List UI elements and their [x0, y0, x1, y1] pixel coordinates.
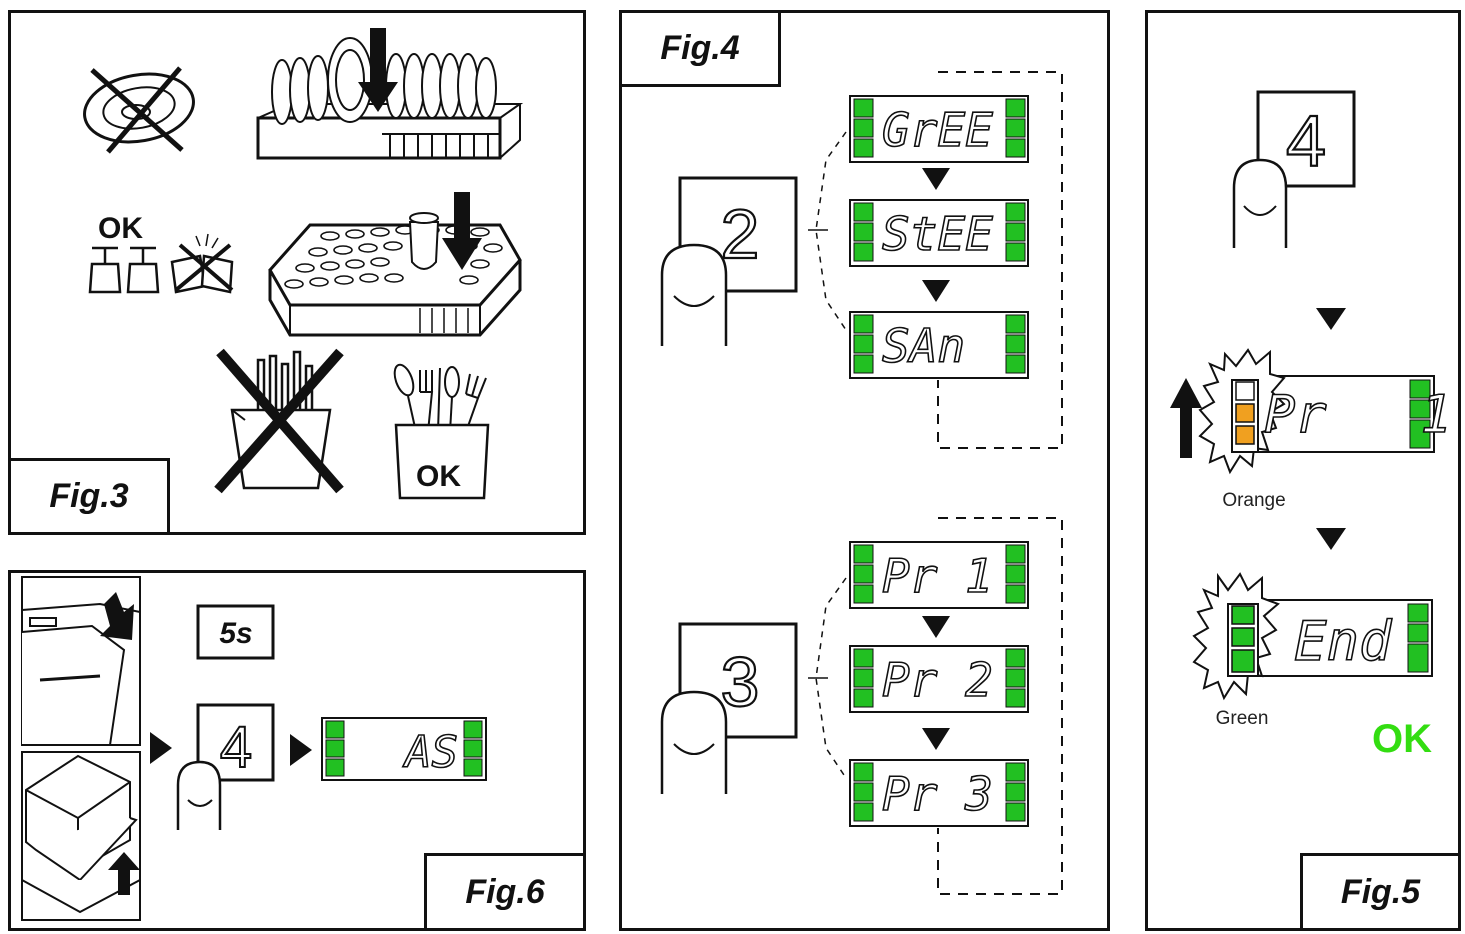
led-left: [853, 802, 874, 822]
arrow-down-icon: [358, 28, 398, 112]
fig3-label-text: Fig.3: [49, 477, 129, 515]
led-left: [853, 242, 874, 262]
hand-press-icon: [660, 690, 728, 794]
led-right: [1005, 668, 1026, 688]
led-right: [1005, 802, 1026, 822]
led-left: [853, 202, 874, 222]
fig3-label: Fig.3: [8, 458, 170, 535]
fig4-label-text: Fig.4: [660, 29, 740, 67]
led-right: [1005, 688, 1026, 708]
display-as: [321, 717, 487, 781]
led-right: [1005, 118, 1026, 138]
glass-rack-icon: [268, 192, 522, 337]
fig5-label: Fig.5: [1300, 853, 1461, 931]
led-left: [853, 138, 874, 158]
success-ok-label: OK: [1372, 717, 1432, 761]
fig5-button-label: 4: [1286, 102, 1326, 182]
led-left: [853, 688, 874, 708]
arrow-down-icon: [442, 192, 482, 270]
fig4-display-text: SAn: [882, 319, 965, 373]
led-left: [853, 544, 874, 564]
fig5-panel: [1145, 10, 1461, 931]
led-left: [853, 334, 874, 354]
led-left: [853, 762, 874, 782]
fig4-display: Pr 1: [849, 541, 1029, 609]
fig4-display: StEE: [849, 199, 1029, 267]
fig6-label: Fig.6: [424, 853, 586, 931]
arrow-down-icon: [1316, 308, 1346, 330]
fig6-label-text: Fig.6: [465, 872, 545, 911]
fig4-display-text: Pr 1: [882, 549, 993, 603]
led-left: [853, 564, 874, 584]
fig4-display-text: Pr 3: [882, 767, 993, 821]
button-4[interactable]: [1256, 90, 1356, 188]
arrow-up-icon: [1170, 378, 1202, 458]
upside-down-glasses-icon: [88, 246, 160, 294]
button-3-label: 3: [721, 643, 760, 721]
arrow-right-icon: [150, 732, 172, 764]
arrow-right-icon: [290, 734, 312, 766]
led-right: [1005, 782, 1026, 802]
led-right: [1005, 354, 1026, 374]
button-4-label: 4: [220, 715, 252, 780]
arrow-up-icon: [108, 852, 140, 895]
led-left: [853, 584, 874, 604]
display-as-text: AS: [402, 727, 458, 778]
led-left: [853, 354, 874, 374]
arrow-down-icon: [1316, 528, 1346, 550]
fig4-display-text: StEE: [882, 207, 993, 261]
fig4-display: GrEE: [849, 95, 1029, 163]
plate-rack-icon: [256, 28, 524, 160]
led-right: [1005, 202, 1026, 222]
fig4-display: SAn: [849, 311, 1029, 379]
cutlery-ok-label: OK: [416, 460, 461, 493]
led-right: [1005, 334, 1026, 354]
crossed-plate-icon: [83, 66, 195, 154]
led-right: [1005, 544, 1026, 564]
led-right: [1005, 584, 1026, 604]
fig5-display-2-text: End: [1294, 610, 1393, 673]
timer-label: 5s: [219, 617, 252, 650]
led-right: [1005, 648, 1026, 668]
hood-lift-icon: [21, 751, 141, 921]
crossed-glasses-icon: [170, 233, 234, 294]
fig4-display-text: Pr 2: [882, 653, 993, 707]
fig4-display: Pr 2: [849, 645, 1029, 713]
hand-press-icon: [660, 243, 728, 346]
hand-press-icon: [1232, 158, 1288, 248]
led-left: [853, 782, 874, 802]
led-left: [853, 648, 874, 668]
fig4-display-text: GrEE: [882, 103, 993, 157]
fig5-label-text: Fig.5: [1340, 872, 1421, 911]
fig5-display-1-text: Pr 1: [1264, 385, 1452, 445]
led-right: [1005, 314, 1026, 334]
timer-box: [196, 604, 275, 660]
led-left: [853, 98, 874, 118]
machine-door-icon: [21, 576, 141, 746]
led-right: [1005, 242, 1026, 262]
led-right: [1005, 762, 1026, 782]
fig4-label: Fig.4: [619, 10, 781, 87]
led-right: [1005, 222, 1026, 242]
led-right: [1005, 564, 1026, 584]
fig4-display: Pr 3: [849, 759, 1029, 827]
orange-label: Orange: [1222, 490, 1285, 511]
glasses-ok-label: OK: [98, 212, 143, 245]
green-label: Green: [1216, 708, 1269, 729]
led-right: [1005, 98, 1026, 118]
led-left: [853, 118, 874, 138]
hand-press-icon: [176, 760, 222, 830]
led-left: [853, 314, 874, 334]
led-left: [853, 222, 874, 242]
arrow-down-right-icon: [100, 592, 134, 640]
ok-cutlery-basket-icon: [393, 363, 490, 500]
crossed-cutlery-basket-icon: [214, 348, 344, 494]
button-2-label: 2: [721, 195, 760, 273]
led-right: [1005, 138, 1026, 158]
arrow-down-icon: [922, 168, 950, 750]
led-left: [853, 668, 874, 688]
